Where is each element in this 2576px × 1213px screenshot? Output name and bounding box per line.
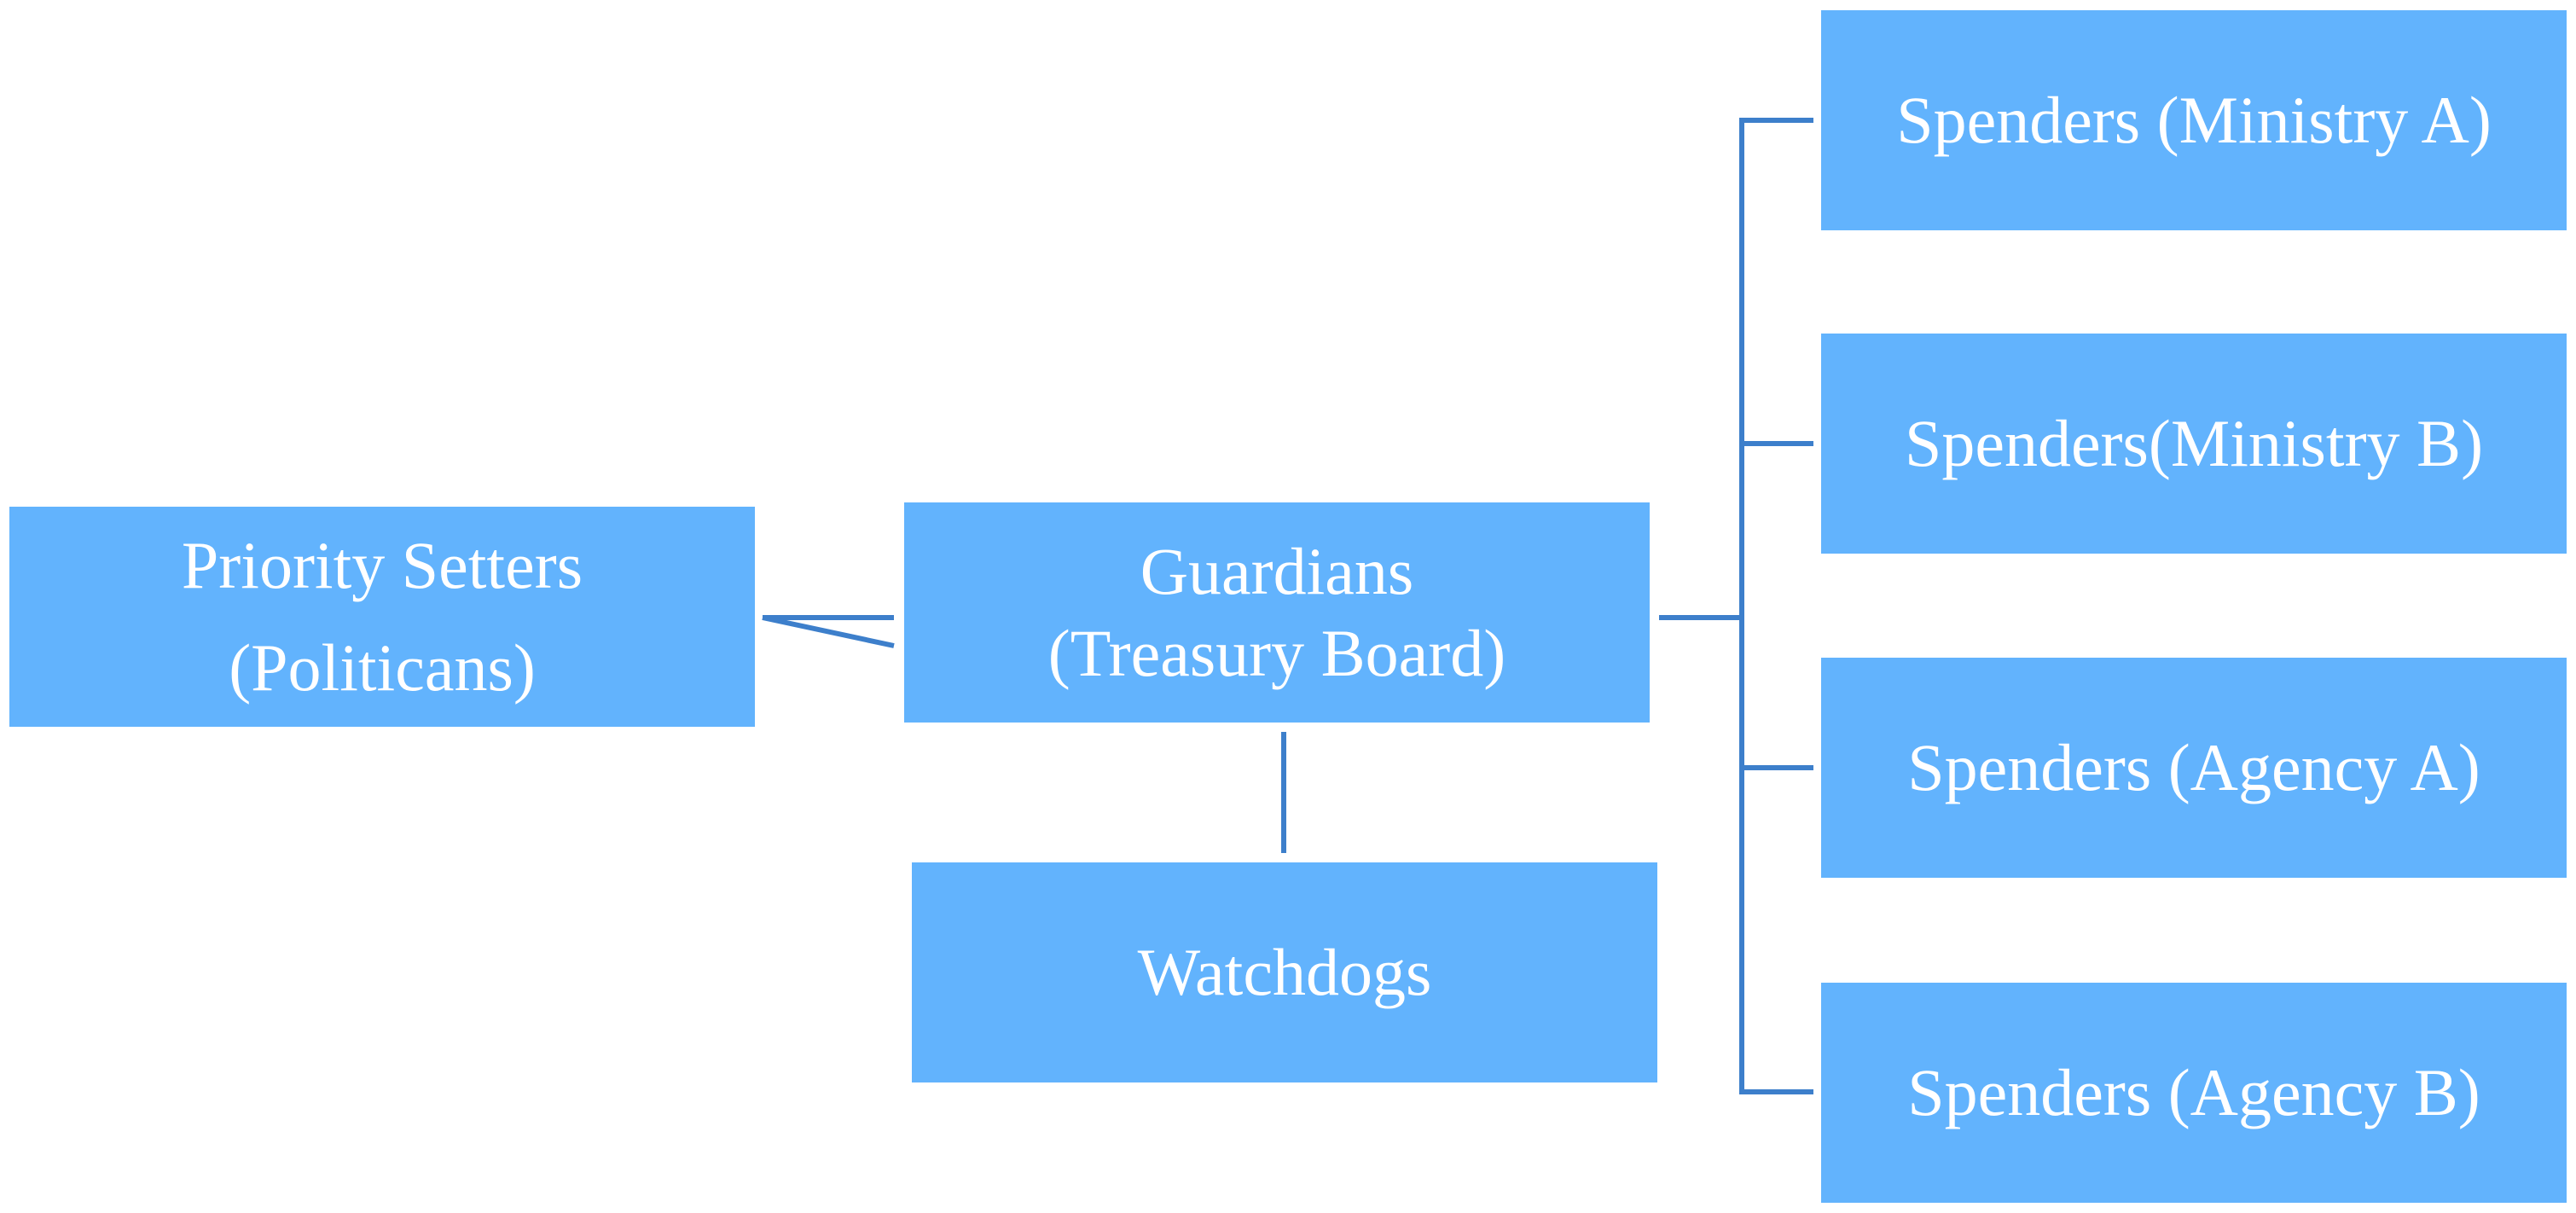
guardians-title: Guardians [1140, 534, 1414, 609]
priority-setters-node: Priority Setters (Politicans) [9, 507, 755, 727]
spenders-ministry-b-node: Spenders(Ministry B) [1821, 334, 2567, 554]
spenders-agency-b-label: Spenders (Agency B) [1907, 1055, 2480, 1130]
watchdogs-node: Watchdogs [912, 862, 1657, 1082]
priority-setters-subtitle: (Politicans) [229, 630, 536, 705]
spenders-ministry-b-label: Spenders(Ministry B) [1904, 406, 2484, 481]
guardians-subtitle: (Treasury Board) [1047, 616, 1506, 690]
spenders-ministry-a-node: Spenders (Ministry A) [1821, 10, 2567, 230]
spenders-ministry-a-label: Spenders (Ministry A) [1896, 83, 2492, 158]
spenders-agency-b-node: Spenders (Agency B) [1821, 983, 2567, 1203]
guardians-node: Guardians (Treasury Board) [904, 502, 1650, 723]
priority-setters-title: Priority Setters [181, 528, 583, 603]
spenders-agency-a-label: Spenders (Agency A) [1907, 730, 2480, 805]
connector-priority-guardians-lower [762, 615, 895, 648]
spenders-agency-a-node: Spenders (Agency A) [1821, 658, 2567, 878]
watchdogs-label: Watchdogs [1137, 935, 1432, 1010]
